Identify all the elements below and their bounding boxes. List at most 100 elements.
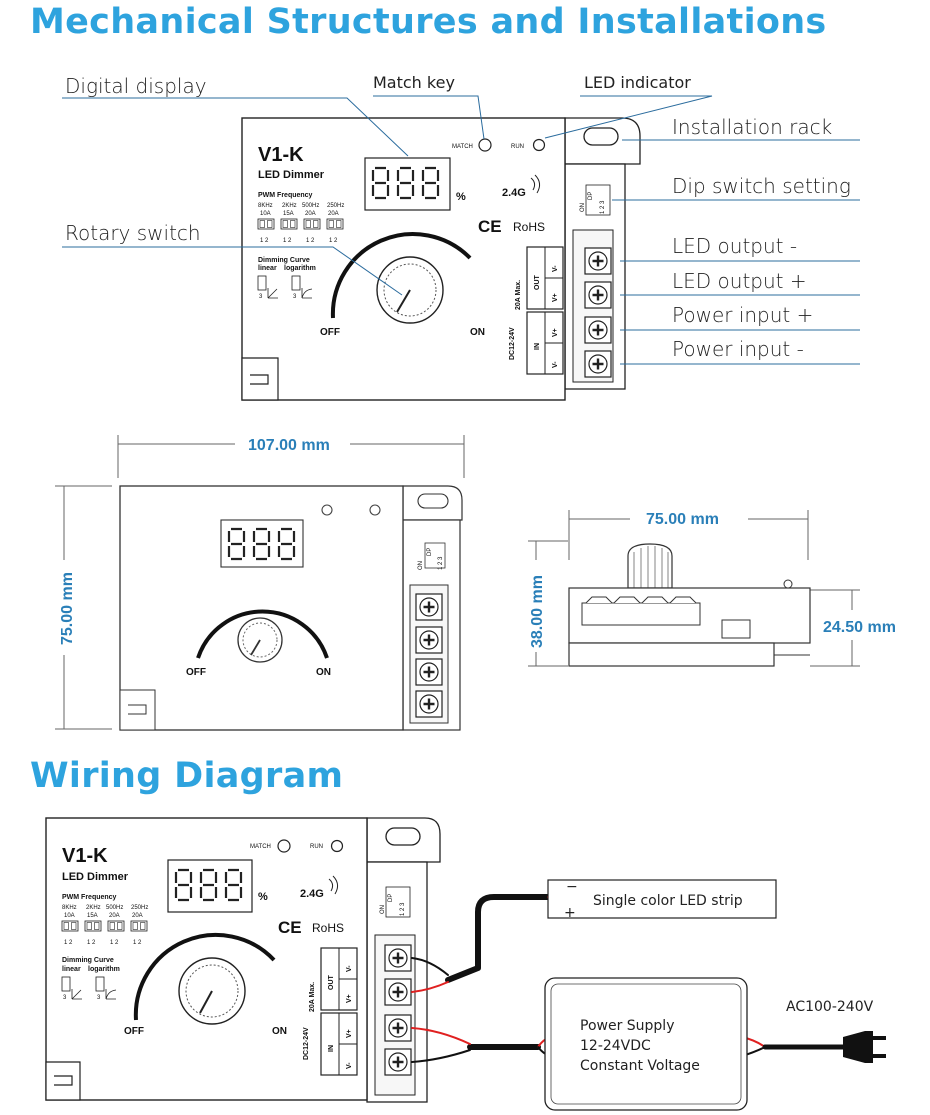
ce-mark: CE <box>478 217 502 236</box>
pwm-freq-label: 2KHz <box>282 203 297 209</box>
log-curve-icon <box>301 288 313 299</box>
dip-dp-label: DP <box>588 192 594 200</box>
run-label: RUN <box>310 844 323 850</box>
rohs-mark: RoHS <box>513 220 545 234</box>
out-max-label: 20A Max. <box>515 280 522 310</box>
pwm-current-label: 20A <box>132 913 143 919</box>
led-indicator <box>532 138 546 152</box>
curve-number: 3 <box>293 294 297 300</box>
pwm-freq-label: 8KHz <box>62 905 77 911</box>
power-supply <box>544 977 748 1111</box>
callout-led-indicator: LED indicator <box>584 73 691 92</box>
callout-rotary-switch: Rotary switch <box>65 221 201 245</box>
psu-label-1: Power Supply <box>580 1018 675 1034</box>
psu-label-3: Constant Voltage <box>580 1058 700 1074</box>
curve-number: 3 <box>259 294 263 300</box>
callout-power-input-plus: Power input + <box>672 303 813 327</box>
pwm-freq-label: 2KHz <box>86 905 101 911</box>
curve-linear: linear <box>258 265 277 272</box>
ce-mark: CE <box>278 918 302 937</box>
v-plus-label: V+ <box>552 293 559 302</box>
dip-number: 1 2 <box>87 940 96 946</box>
pwm-current-label: 20A <box>109 913 120 919</box>
pwm-freq-label: 250Hz <box>327 203 344 209</box>
on-label: ON <box>316 667 331 678</box>
pwm-freq-label: 250Hz <box>131 905 148 911</box>
dip-number: 1 2 <box>110 940 119 946</box>
pwm-freq-label: 8KHz <box>258 203 273 209</box>
front-dimension-view: 107.00 mm 75.00 mm ON DP 1 2 3 OFF <box>55 435 465 731</box>
v-minus-label: V- <box>552 265 559 272</box>
pwm-current-label: 20A <box>328 211 339 217</box>
match-key <box>478 138 492 152</box>
curve-number: 3 <box>97 995 101 1001</box>
callout-dip-switch: Dip switch setting <box>672 174 851 198</box>
pwm-title: PWM Frequency <box>62 894 117 901</box>
curve-title: Dimming Curve <box>62 957 114 964</box>
wiring-device: V1-K LED Dimmer PWM Frequency 8KHz 2KHz … <box>45 817 441 1103</box>
match-label: MATCH <box>452 144 473 150</box>
pwm-current-label: 10A <box>260 211 271 217</box>
linear-curve-icon <box>267 288 278 299</box>
dim-height: 75.00 mm <box>59 572 76 645</box>
device-subtitle: LED Dimmer <box>258 169 325 181</box>
callout-led-output-minus: LED output - <box>672 234 797 258</box>
dc-range-label: DC12-24V <box>303 1027 310 1060</box>
ac-plug-icon <box>843 1031 886 1063</box>
callout-led-output-plus: LED output + <box>672 269 807 293</box>
rf-label: 2.4G <box>300 888 324 900</box>
section-title-wiring: Wiring Diagram <box>30 756 344 796</box>
curve-title: Dimming Curve <box>258 257 310 264</box>
dip-number: 1 2 <box>260 238 269 244</box>
off-label: OFF <box>186 667 206 678</box>
curve-number: 3 <box>63 995 67 1001</box>
in-label: IN <box>534 343 541 350</box>
device-subtitle: LED Dimmer <box>62 871 129 883</box>
off-label: OFF <box>320 327 340 338</box>
off-label: OFF <box>124 1026 144 1037</box>
psu-label-2: 12-24VDC <box>580 1038 651 1054</box>
in-label: IN <box>328 1045 335 1052</box>
terminal-led-minus <box>583 246 613 276</box>
pwm-freq-label: 500Hz <box>106 905 123 911</box>
pwm-dip-switch <box>257 218 275 230</box>
dip-on-label: ON <box>418 561 424 570</box>
v-minus-label: V- <box>346 965 353 972</box>
out-max-label: 20A Max. <box>309 982 316 1012</box>
callout-digital-display: Digital display <box>65 74 207 98</box>
dip-number: 1 2 <box>133 940 142 946</box>
curve-dip-switch <box>257 275 267 291</box>
rf-label: 2.4G <box>502 187 526 199</box>
dip-number: 1 2 <box>329 238 338 244</box>
device-model: V1-K <box>62 845 108 867</box>
on-label: ON <box>272 1026 287 1037</box>
dim-width: 107.00 mm <box>248 437 330 454</box>
pwm-current-label: 20A <box>305 211 316 217</box>
setting-dip-switch <box>585 184 611 216</box>
curve-linear: linear <box>62 966 81 973</box>
ac-voltage-label: AC100-240V <box>786 999 874 1015</box>
percent-sign: % <box>456 191 466 203</box>
section-title-mechanical: Mechanical Structures and Installations <box>30 2 827 42</box>
out-label: OUT <box>328 975 335 991</box>
dip-123-label: 1 2 3 <box>438 556 444 570</box>
callout-power-input-minus: Power input - <box>672 337 804 361</box>
dip-number: 1 2 <box>283 238 292 244</box>
v-minus-label: V- <box>552 361 559 368</box>
pwm-title: PWM Frequency <box>258 192 313 199</box>
curve-dip-switch <box>291 275 301 291</box>
device-model: V1-K <box>258 144 304 166</box>
terminal-led-plus <box>583 280 613 310</box>
dip-123-label: 1 2 3 <box>600 200 606 214</box>
v-plus-label: V+ <box>346 994 353 1003</box>
curve-log: logarithm <box>88 966 120 973</box>
v-plus-label: V+ <box>552 328 559 337</box>
dim-total-height: 38.00 mm <box>529 575 546 648</box>
pwm-freq-label: 500Hz <box>302 203 319 209</box>
pwm-current-label: 10A <box>64 913 75 919</box>
wireless-icon <box>530 174 541 194</box>
dip-dp-label: DP <box>427 548 433 556</box>
dip-number: 1 2 <box>306 238 315 244</box>
v-minus-label: V- <box>346 1062 353 1069</box>
